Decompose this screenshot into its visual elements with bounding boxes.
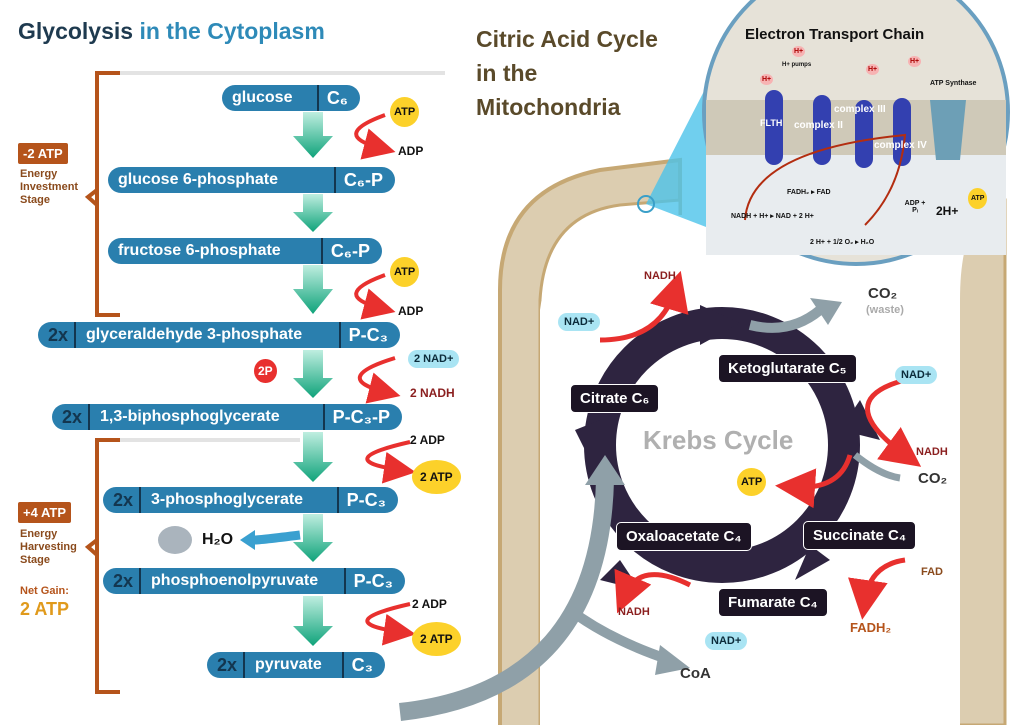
investment-bracket [84,71,120,317]
co2-label: CO₂ [918,470,948,487]
nad-label: NAD+ [558,313,601,331]
molecule-name: glyceraldehyde 3-phosphate [86,326,303,343]
title-line: Mitochondria [476,94,621,120]
multiplier: 2x [103,487,142,513]
molecule-glucose: glucose C₆ [222,85,360,111]
molecule-formula: P-C₃ [336,487,398,513]
molecule-formula: P-C₃-P [322,404,402,430]
molecule-name: fructose 6-phosphate [118,242,281,259]
molecule-formula: C₃ [341,652,385,678]
molecule-13bpg: 2x 1,3-biphosphoglycerate P-C₃-P [52,404,402,430]
complex-iv-label: complex IV [874,140,927,151]
fumarate-box: Fumarate C₄ [718,588,828,617]
molecule-name: pyruvate [255,656,322,673]
harvest-badge: +4 ATP [18,502,71,523]
fadh2-label: FADH₂ [850,620,892,635]
molecule-fructose-6-phosphate: fructose 6-phosphate C₆-P [108,238,382,264]
molecule-name: 1,3-biphosphoglycerate [100,408,280,425]
atp-star: ATP [390,97,420,127]
adp-label: ADP [398,144,424,158]
molecule-name: glucose [232,89,293,106]
title-line: in the [476,60,538,86]
investment-badge: -2 ATP [18,143,68,164]
molecule-formula: P-C₃ [343,568,405,594]
harvest-label: Energy Harvesting Stage [20,528,77,566]
molecule-g3p: 2x glyceraldehyde 3-phosphate P-C₃ [38,322,400,348]
title-part2: in the Cytoplasm [139,18,325,44]
h-pumps-label: H+ pumps [782,62,812,68]
proton: H+ [792,46,806,57]
atp-star: 2 ATP [412,622,461,656]
nadh-equation: NADH + H+ ▸ NAD + 2 H+ [731,213,814,220]
oxaloacetate-box: Oxaloacetate C₄ [616,522,752,551]
molecule-name: 3-phosphoglycerate [151,491,304,508]
fad-label: FAD [921,566,943,578]
molecule-formula: P-C₃ [338,322,400,348]
multiplier: 2x [52,404,91,430]
nad-label: NAD+ [705,632,748,650]
nadh-label: NADH [618,606,650,618]
nad-label: 2 NAD+ [408,350,460,368]
complex-i-label: FLTH [760,118,783,128]
atp-star: ATP [968,188,988,209]
adp-label: ADP [398,304,424,318]
molecule-formula: C₆ [316,85,360,111]
atp-synthase-label: ATP Synthase [930,80,977,87]
adp-label: 2 ADP [412,597,447,611]
coa-label: CoA [680,665,711,682]
nadh-label: 2 NADH [410,386,455,400]
proton: H+ [908,56,922,67]
phosphate-circle: 2P [254,359,277,383]
proton: H+ [866,64,880,75]
investment-label: Energy Investment Stage [20,168,79,206]
adp-label: ADP + Pᵢ [904,200,926,214]
multiplier: 2x [103,568,142,594]
citrate-box: Citrate C₆ [570,384,660,413]
atp-star: 2 ATP [412,460,461,494]
harvest-bracket [84,438,120,694]
complex-iii-label: complex III [834,104,886,115]
krebs-cycle-label: Krebs Cycle [643,425,794,455]
oxygen-equation: 2 H+ + 1/2 O₂ ▸ H₂O [810,239,875,246]
molecule-name: phosphoenolpyruvate [151,572,319,589]
water-molecule-icon [158,526,192,554]
multiplier: 2x [38,322,77,348]
complex-ii-label: complex II [794,120,843,131]
glycolysis-title: Glycolysis in the Cytoplasm [18,18,325,45]
molecule-formula: C₆-P [320,238,382,264]
waste-label: (waste) [866,304,904,316]
etc-title: Electron Transport Chain [745,26,925,43]
succinate-box: Succinate C₄ [803,521,917,550]
molecule-pyruvate: 2x pyruvate C₃ [207,652,385,678]
molecule-glucose-6-phosphate: glucose 6-phosphate C₆-P [108,167,395,193]
molecule-3pg: 2x 3-phosphoglycerate P-C₃ [103,487,398,513]
co2-label: CO₂ [868,285,898,302]
proton: H+ [760,74,774,85]
citric-title: Citric Acid Cycle in the Mitochondria [476,22,658,124]
molecule-pep: 2x phosphoenolpyruvate P-C₃ [103,568,405,594]
ketoglutarate-box: Ketoglutarate C₅ [718,354,857,383]
molecule-formula: C₆-P [333,167,395,193]
atp-star: ATP [390,257,420,287]
two-h-label: 2H+ [936,204,959,218]
nad-label: NAD+ [895,366,938,384]
fadh-equation: FADH₂ ▸ FAD [787,189,831,196]
nadh-label: NADH [916,446,948,458]
adp-label: 2 ADP [410,433,445,447]
molecule-name: glucose 6-phosphate [118,171,279,188]
net-gain-label: Net Gain: [20,585,69,597]
nadh-label: NADH [644,270,676,282]
water-label: H₂O [202,531,234,548]
net-gain-value: 2 ATP [20,599,70,619]
atp-star: ATP [737,468,767,496]
title-line: Citric Acid Cycle [476,26,658,52]
multiplier: 2x [207,652,246,678]
etc-inset [702,0,1010,266]
reaction-arrows [293,112,333,646]
title-part1: Glycolysis [18,18,134,44]
